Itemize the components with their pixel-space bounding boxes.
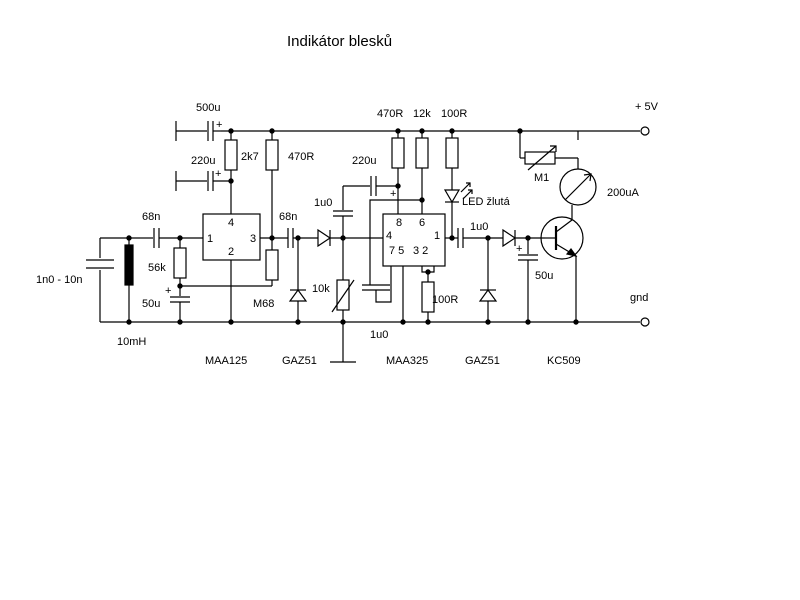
potentiometer-10k-label: 10k [312, 283, 330, 295]
capacitor-220u-ic1 [175, 171, 231, 191]
ic1-name: MAA125 [205, 355, 247, 367]
capacitor-1u0-pot-bypass [333, 186, 353, 238]
capacitor-50u-bias-plus: + [165, 285, 171, 297]
ic1-pin-1: 1 [207, 233, 213, 245]
capacitor-500u-plus: + [216, 119, 222, 131]
resistor-470r-ic2-label: 470R [377, 108, 403, 120]
ic2-pin-75: 7 5 [389, 245, 404, 257]
resistor-100r-led [445, 128, 459, 190]
supply-label: + 5V [635, 101, 659, 113]
resistor-470r-ic2 [391, 128, 405, 214]
ground-terminal [640, 317, 650, 327]
diagram-title: Indikátor blesků [287, 33, 392, 50]
led-yellow [443, 182, 473, 238]
resistor-2k7 [224, 131, 238, 214]
capacitor-1u0-output [457, 228, 503, 248]
capacitor-220u-ic1-label: 220u [191, 155, 215, 167]
capacitor-1u0-output-label: 1u0 [470, 221, 488, 233]
capacitor-68n-input [140, 228, 203, 248]
ic2-pin-32: 3 2 [413, 245, 428, 257]
led-label: LED žlutá [462, 196, 511, 208]
capacitor-500u-label: 500u [196, 102, 220, 114]
ic2-pin-6: 6 [419, 217, 425, 229]
resistor-12k-label: 12k [413, 108, 431, 120]
resistor-12k [415, 128, 429, 214]
ic2-maa325 [382, 213, 458, 325]
capacitor-220u-ic2-label: 220u [352, 155, 376, 167]
diode-1-name: GAZ51 [282, 355, 317, 367]
capacitor-220u-ic2 [343, 176, 401, 196]
capacitor-220u-ic1-plus: + [215, 168, 221, 180]
resistor-470r-ic1-load [265, 128, 279, 250]
transistor-name: KC509 [547, 355, 581, 367]
ic2-pin-8: 8 [396, 217, 402, 229]
trimmer-m1 [517, 128, 579, 171]
ic1-pin-2: 2 [228, 246, 234, 258]
resistor-100r-led-label: 100R [441, 108, 467, 120]
capacitor-50u-output-plus: + [516, 243, 522, 255]
capacitor-1u0-ic2-label: 1u0 [370, 329, 388, 341]
ic1-pin-3: 3 [250, 233, 256, 245]
ground-rail [100, 317, 650, 363]
capacitor-50u-bias [170, 283, 272, 325]
capacitor-50u-output [518, 238, 538, 325]
ic2-name: MAA325 [386, 355, 428, 367]
capacitor-68n-input-label: 68n [142, 211, 160, 223]
ic2-pin-1: 1 [434, 230, 440, 242]
supply-terminal [640, 126, 650, 136]
capacitor-220u-ic2-plus: + [390, 188, 396, 200]
resistor-m68-feedback [265, 249, 279, 286]
potentiometer-10k [331, 238, 355, 325]
ic1-maa125 [202, 213, 288, 325]
diode-gaz51-output-series [502, 228, 545, 248]
meter-200ua [559, 168, 597, 207]
transistor-kc509 [540, 207, 584, 325]
resistor-100r-ic2-label: 100R [432, 294, 458, 306]
capacitor-1u0-pot-label: 1u0 [314, 197, 332, 209]
diode-gaz51-series [317, 228, 383, 248]
resistor-2k7-label: 2k7 [241, 151, 259, 163]
resistor-100r-ic2-emitter [421, 266, 435, 325]
trimmer-m1-label: M1 [534, 172, 549, 184]
supply-rail [221, 126, 650, 136]
capacitor-68n-coupling-label: 68n [279, 211, 297, 223]
capacitor-50u-bias-label: 50u [142, 298, 160, 310]
resistor-m68-label: M68 [253, 298, 274, 310]
inductor-10mh [100, 235, 140, 325]
tuning-capacitor [86, 238, 114, 322]
resistor-470r-ic1-load-label: 470R [288, 151, 314, 163]
meter-200ua-label: 200uA [607, 187, 639, 199]
capacitor-50u-output-label: 50u [535, 270, 553, 282]
ic2-pin-4: 4 [386, 230, 392, 242]
tuning-capacitor-label: 1n0 - 10n [36, 274, 82, 286]
diode-gaz51-shunt [288, 238, 308, 325]
resistor-56k-label: 56k [148, 262, 166, 274]
diode-gaz51-output-shunt [478, 238, 498, 325]
ic1-pin-4: 4 [228, 217, 234, 229]
ground-label: gnd [630, 292, 648, 304]
inductor-label: 10mH [117, 336, 146, 348]
diode-2-name: GAZ51 [465, 355, 500, 367]
ic2-feedback-loop [362, 199, 422, 303]
capacitor-500u [175, 121, 234, 141]
capacitor-68n-coupling [287, 228, 318, 248]
